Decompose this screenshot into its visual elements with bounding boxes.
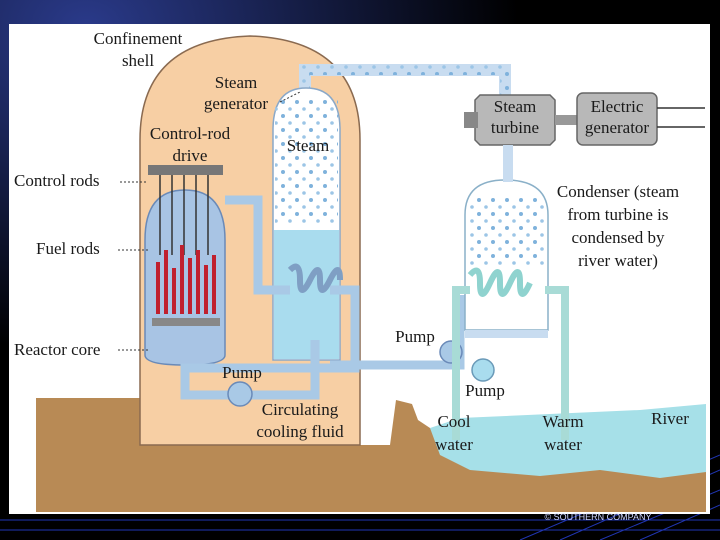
- label-confinement-shell-2: shell: [122, 51, 154, 70]
- label-steam-turbine-2: turbine: [491, 118, 539, 137]
- primary-pump: [227, 381, 253, 407]
- label-confinement-shell-1: Confinement: [94, 29, 183, 48]
- ground: [36, 398, 706, 512]
- label-control-rods: Control rods: [14, 171, 99, 190]
- label-control-rod-drive-1: Control-rod: [150, 124, 231, 143]
- label-pump-river: Pump: [465, 381, 505, 400]
- primary-loop-pump-line: [240, 340, 320, 400]
- label-condenser-2: from turbine is: [567, 205, 668, 224]
- label-electric-generator-1: Electric: [591, 97, 644, 116]
- label-steam-generator-1: Steam: [215, 73, 258, 92]
- condenser-coil: [467, 267, 533, 297]
- primary-loop-hot: [225, 195, 290, 295]
- label-control-rod-drive-2: drive: [173, 146, 208, 165]
- label-fuel-rods: Fuel rods: [36, 239, 100, 258]
- cool-water-pipe: [452, 286, 470, 440]
- label-river: River: [651, 409, 689, 428]
- river: [430, 404, 706, 478]
- control-rods: [159, 175, 209, 255]
- core-plate: [152, 318, 220, 326]
- condenser-base: [465, 330, 548, 338]
- control-rod-drive: [148, 165, 223, 175]
- river-pump: [471, 358, 495, 382]
- label-circulating-cooling-fluid-1: Circulating: [262, 400, 339, 419]
- label-condenser-1: Condenser (steam: [557, 182, 679, 201]
- warm-water-pipe: [545, 286, 569, 440]
- label-cool-water-1: Cool: [437, 412, 470, 431]
- electric-generator: [576, 92, 658, 146]
- label-steam: Steam: [287, 136, 330, 155]
- primary-loop-return: [180, 285, 360, 400]
- leader-lines: [118, 91, 301, 351]
- label-steam-turbine-1: Steam: [494, 97, 537, 116]
- label-steam-generator-2: generator: [204, 94, 269, 113]
- label-condenser-3: condensed by: [571, 228, 665, 247]
- fuel-rods: [156, 245, 216, 314]
- label-warm-water-2: water: [544, 435, 582, 454]
- label-circulating-cooling-fluid-2: cooling fluid: [256, 422, 344, 441]
- label-warm-water-1: Warm: [542, 412, 583, 431]
- steam-generator-coil: [287, 263, 343, 293]
- label-condenser-4: river water): [578, 251, 658, 270]
- copyright: © SOUTHERN COMPANY: [545, 512, 652, 522]
- label-electric-generator-2: generator: [585, 118, 650, 137]
- label-cool-water-2: water: [435, 435, 473, 454]
- label-pump-main: Pump: [222, 363, 262, 382]
- label-pump-condenser: Pump: [395, 327, 435, 346]
- label-reactor-core: Reactor core: [14, 340, 100, 359]
